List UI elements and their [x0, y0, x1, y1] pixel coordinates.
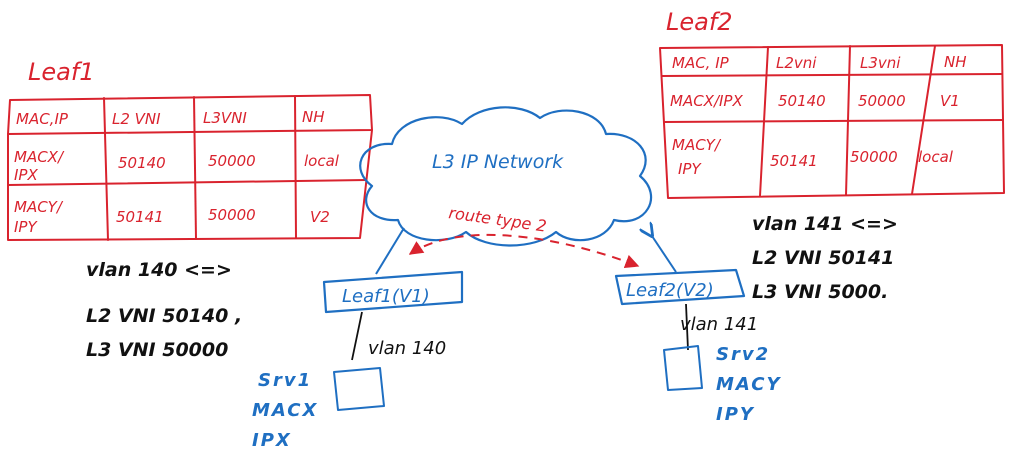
leaf2-title-text: Leaf2	[666, 8, 733, 36]
leaf2-notes: vlan 141 <=> L2 VNI 50141 L3 VNI 5000.	[752, 213, 898, 303]
leaf1-header-nh: NH	[302, 108, 325, 126]
leaf1-headers: MAC,IP L2 VNI L3VNI NH	[16, 108, 325, 128]
srv2-labels: Srv2 MACY IPY	[716, 344, 782, 425]
leaf2-row2-nh: local	[918, 148, 954, 166]
leaf2-table	[659, 44, 1005, 199]
leaf1-header-mac-ip: MAC,IP	[16, 110, 69, 128]
leaf2-downlink	[685, 303, 689, 351]
leaf2-row-1: MACX/IPX 50140 50000 V1	[670, 92, 960, 110]
cloud-outline	[359, 106, 652, 247]
leaf1-downlink	[351, 311, 363, 361]
leaf2-row2-l2vni: 50141	[770, 152, 818, 170]
leaf2-title: Leaf2	[666, 8, 733, 36]
leaf1-vlan-label: vlan 140	[368, 338, 446, 359]
leaf1-node-label: Leaf1(V1)	[342, 286, 430, 307]
leaf1-row2-nh: V2	[310, 208, 330, 226]
route-type-2-label: route type 2	[447, 203, 547, 236]
srv1-ip: IPX	[252, 430, 292, 451]
srv1-labels: Srv1 MACX IPX	[252, 370, 318, 451]
leaf1-note-vlan: vlan 140 <=>	[86, 259, 232, 281]
leaf2-headers: MAC, IP L2vni L3vni NH	[672, 53, 967, 72]
leaf2-note-vlan: vlan 141 <=>	[752, 213, 898, 235]
l3-ip-network-cloud: L3 IP Network	[359, 106, 652, 247]
srv1-server-box	[333, 367, 385, 411]
leaf2-header-mac-ip: MAC, IP	[672, 54, 730, 72]
leaf1-row2-mac-line2: IPY	[14, 218, 38, 236]
leaf2-row1-nh: V1	[940, 92, 960, 110]
leaf2-switch-box	[614, 268, 746, 306]
route-type-2: route type 2	[408, 203, 640, 269]
leaf1-row-2: MACY/ IPY 50141 50000 V2	[14, 198, 330, 236]
leaf2-row-2: MACY/ IPY 50141 50000 local	[672, 136, 954, 178]
leaf1-title: Leaf1	[28, 58, 95, 86]
leaf2-node: Leaf2(V2) vlan 141	[614, 236, 758, 391]
leaf1-notes: vlan 140 <=> L2 VNI 50140 , L3 VNI 50000	[86, 259, 242, 361]
leaf2-row2-l3vni: 50000	[850, 148, 898, 166]
route-type-2-arrow	[408, 233, 640, 269]
srv2-name: Srv2	[716, 344, 770, 365]
leaf1-row2-l2vni: 50141	[116, 208, 164, 226]
leaf2-header-l3vni: L3vni	[860, 54, 901, 72]
leaf2-note-l3vni: L3 VNI 5000.	[752, 281, 888, 303]
srv2-mac: MACY	[716, 374, 782, 395]
srv1-name: Srv1	[258, 370, 312, 391]
leaf1-row2-l3vni: 50000	[208, 206, 256, 224]
leaf2-node-label: Leaf2(V2)	[626, 280, 714, 301]
srv1-mac: MACX	[252, 400, 318, 421]
leaf1-row2-mac-line1: MACY/	[14, 198, 64, 216]
leaf2-uplink	[652, 236, 677, 273]
leaf1-header-l3vni: L3VNI	[203, 109, 247, 127]
leaf1-table	[7, 94, 373, 241]
leaf1-row1-nh: local	[304, 152, 340, 170]
leaf1-note-l3vni: L3 VNI 50000	[86, 339, 228, 361]
leaf2-vlan-label: vlan 141	[680, 314, 758, 335]
leaf1-row1-mac-line1: MACX/	[14, 148, 65, 166]
leaf2-note-l2vni: L2 VNI 50141	[752, 247, 894, 269]
leaf1-note-l2vni: L2 VNI 50140 ,	[86, 305, 242, 327]
leaf2-row1-l2vni: 50140	[778, 92, 826, 110]
leaf1-row1-l2vni: 50140	[118, 154, 166, 172]
srv2-ip: IPY	[716, 404, 755, 425]
leaf2-row1-l3vni: 50000	[858, 92, 906, 110]
leaf1-row1-mac-line2: IPX	[14, 166, 38, 184]
cloud-label: L3 IP Network	[432, 151, 564, 173]
leaf1-row1-l3vni: 50000	[208, 152, 256, 170]
leaf1-row-1: MACX/ IPX 50140 50000 local	[14, 148, 340, 184]
leaf1-switch-box	[322, 270, 464, 314]
leaf1-uplink	[375, 227, 405, 275]
leaf2-row2-mac-line1: MACY/	[672, 136, 722, 154]
leaf2-header-l2vni: L2vni	[776, 54, 817, 72]
leaf1-header-l2vni: L2 VNI	[112, 110, 161, 128]
leaf2-row2-mac-line2: IPY	[678, 160, 702, 178]
srv2-server-box	[663, 345, 703, 391]
leaf2-header-nh: NH	[944, 53, 967, 71]
leaf1-title-text: Leaf1	[28, 58, 95, 86]
leaf1-node: Leaf1(V1) vlan 140	[322, 227, 464, 411]
leaf2-row1-mac: MACX/IPX	[670, 92, 743, 110]
